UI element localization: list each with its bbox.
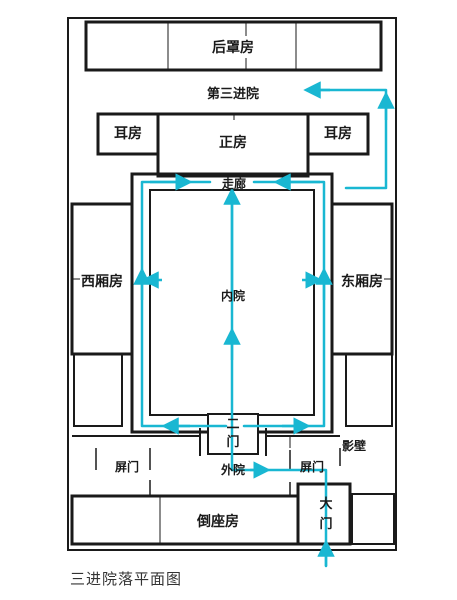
reverse-house — [70, 494, 300, 546]
label-second-gate-bottom: 门 — [226, 434, 239, 450]
west-side-room — [73, 353, 123, 427]
label-west-wing: 西厢房 — [81, 273, 123, 290]
main-house — [156, 112, 310, 178]
east-corner-room — [351, 493, 395, 545]
label-corridor: 走廊 — [222, 176, 246, 191]
east-side-room — [345, 353, 393, 427]
diagram-caption: 三进院落平面图 — [70, 570, 183, 588]
label-back-cover-house: 后罩房 — [212, 39, 254, 56]
label-screen-wall: 影壁 — [342, 438, 366, 453]
label-ear-room-right: 耳房 — [324, 125, 352, 142]
main-gate — [296, 482, 352, 546]
label-inner-courtyard: 内院 — [221, 288, 245, 303]
label-ear-room-left: 耳房 — [114, 125, 142, 142]
label-second-gate-top: 二 — [226, 417, 239, 432]
label-main-gate-bottom: 门 — [319, 516, 332, 532]
label-third-courtyard: 第三进院 — [207, 86, 259, 102]
label-side-gate-right: 屏门 — [299, 459, 324, 474]
back-cover-house — [84, 20, 383, 72]
label-main-gate-top: 大 — [319, 496, 332, 512]
label-outer-courtyard: 外院 — [221, 462, 245, 477]
label-main-house: 正房 — [219, 134, 247, 151]
label-east-wing: 东厢房 — [341, 273, 383, 290]
outer-wall — [67, 17, 397, 551]
label-reverse-house: 倒座房 — [196, 513, 239, 530]
label-side-gate-left: 屏门 — [114, 459, 139, 474]
